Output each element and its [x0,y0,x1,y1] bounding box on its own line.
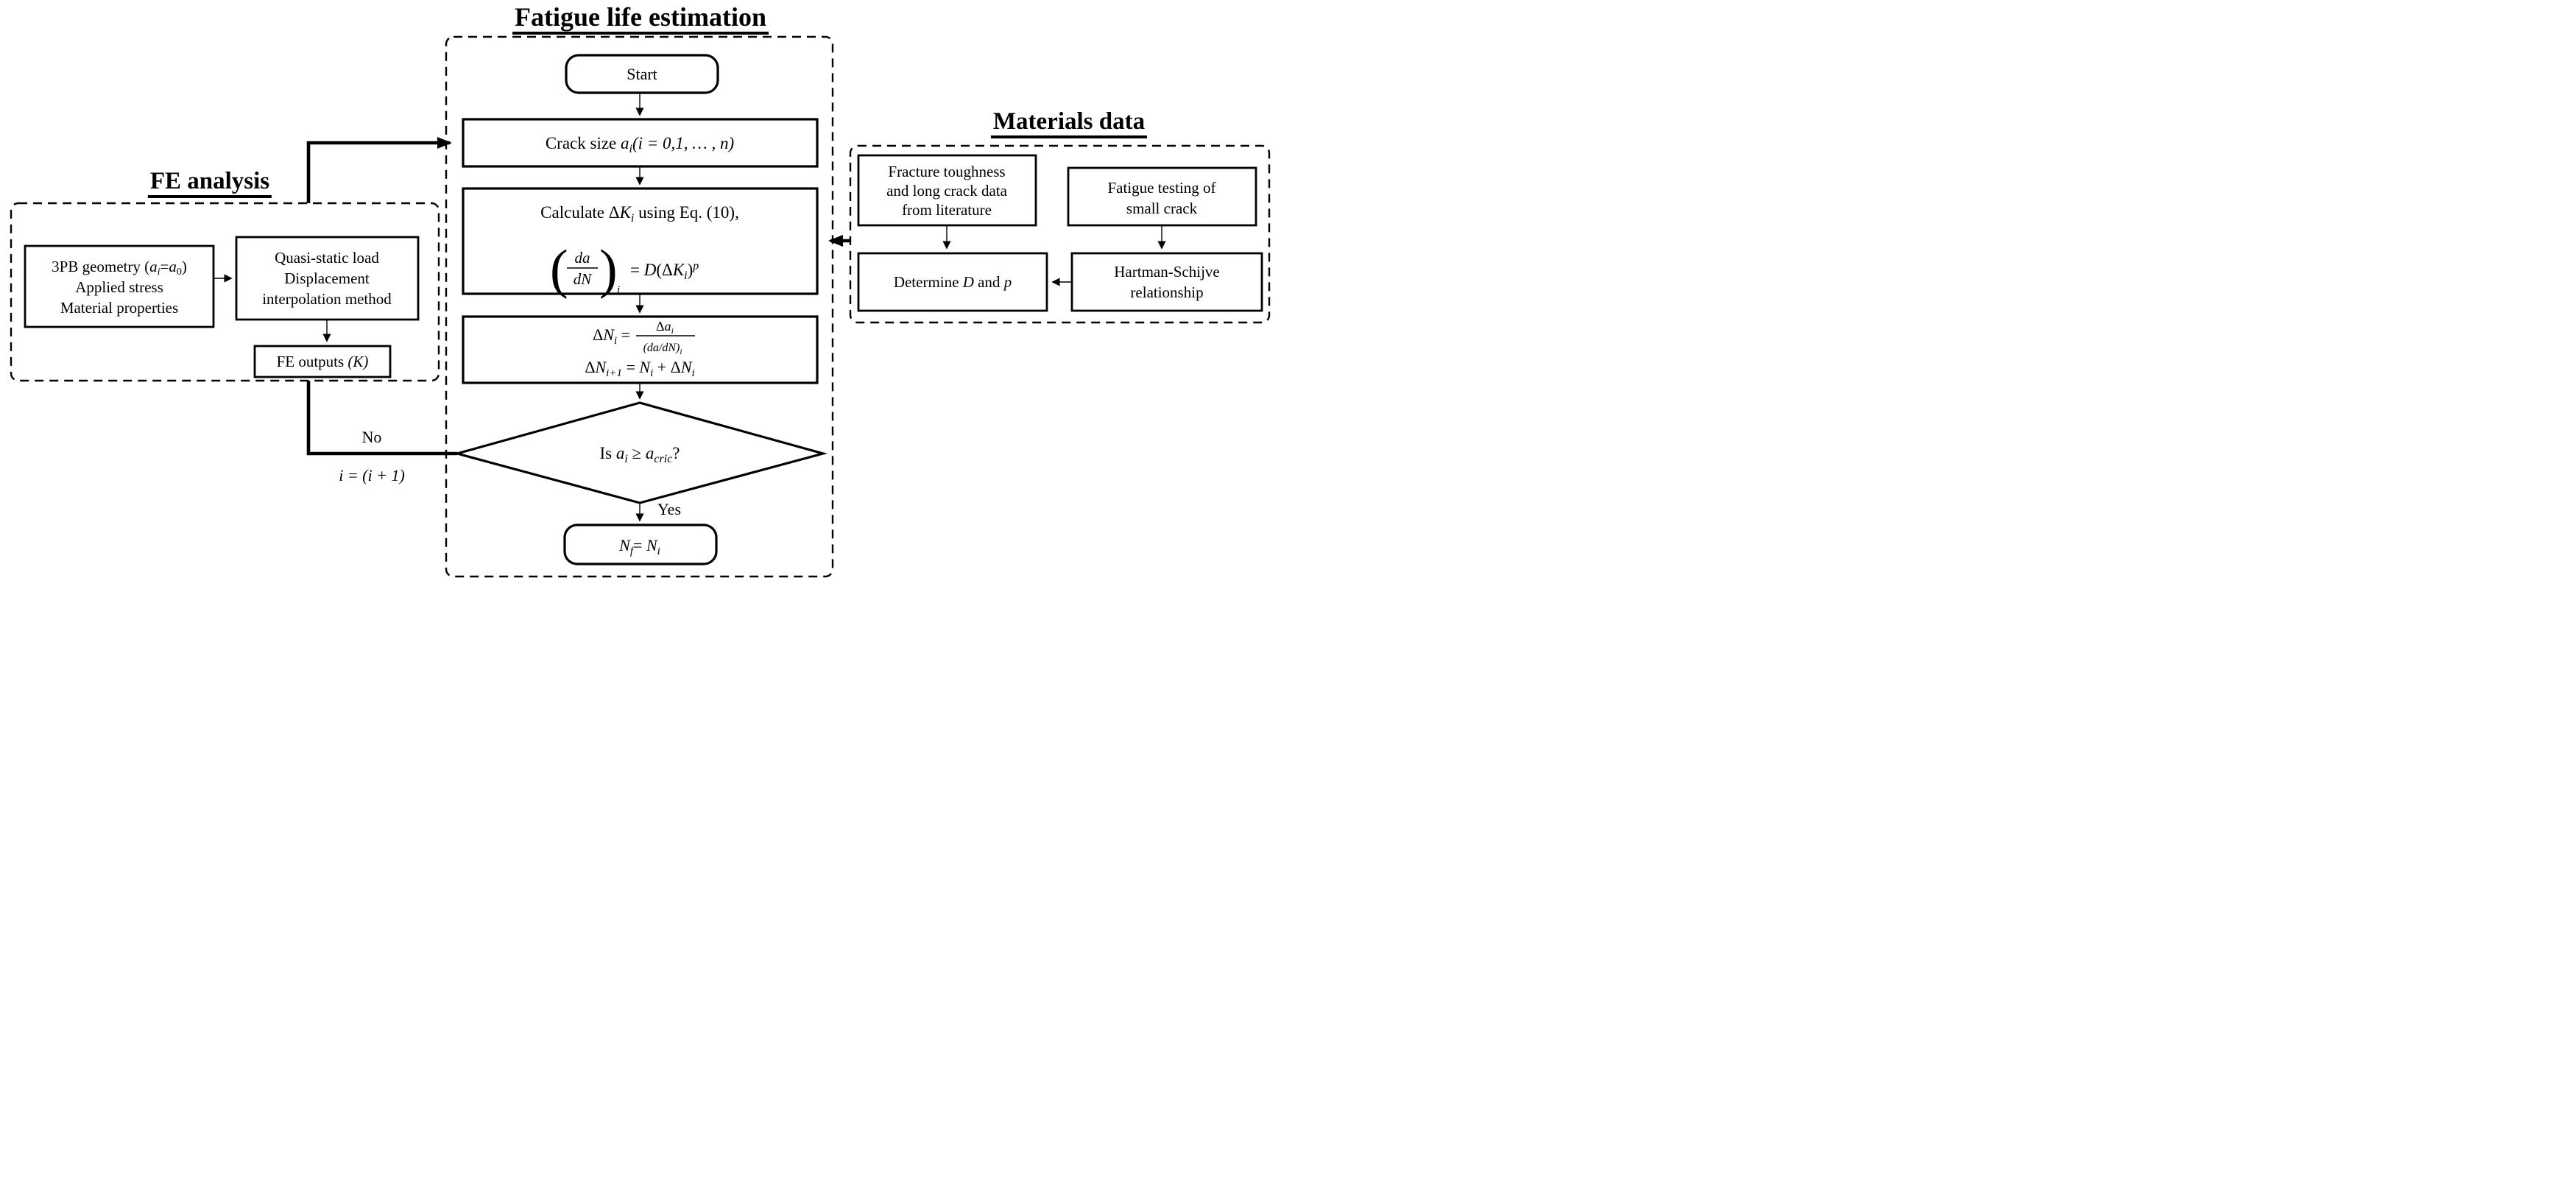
fatigue-testing-box [1067,166,1257,227]
fe-3pb-box [24,244,215,328]
yes-label: Yes [657,500,681,518]
delta-n-equations: ΔNi = Δai (da/dN)i ΔNi+1 = Ni + ΔNi [585,319,695,379]
calculate-equation: ( da dN ) i = D(ΔKi)p [550,239,699,300]
fe-section-title: FE analysis [147,169,272,198]
calc-rhs: = D(ΔKi)p [630,260,699,282]
fatigue-section-title: Fatigue life estimation [512,4,769,35]
frac-subscript: i [617,284,620,296]
big-right-paren: ) [599,239,618,300]
hartman-line1: Hartman-Schijve [1114,263,1219,281]
decision-label: Is ai ≥ acric? [599,444,680,465]
start-label: Start [627,65,657,83]
fe-quasi-box [235,236,420,321]
fracture-line2: and long crack data [886,182,1008,200]
big-left-paren: ( [550,239,568,300]
materials-section-title: Materials data [990,110,1148,138]
fracture-toughness-box [857,154,1037,227]
crack-size-label: Crack size ai(i = 0,1, … , n) [546,134,734,155]
fe-3pb-line1: 3PB geometry (ai=a0) [52,258,187,278]
fatigue-testing-line2: small crack [1126,200,1198,217]
crack-size-box [462,118,819,168]
fracture-line1: Fracture toughness [888,163,1005,180]
hartman-line2: relationship [1130,283,1203,301]
increment-label: i = (i + 1) [339,466,405,484]
fe-quasi-line3: interpolation method [262,290,392,308]
dn-line2: ΔNi+1 = Ni + ΔNi [585,358,694,379]
fracture-text: Fracture toughness and long crack data f… [886,163,1008,219]
fatigue-section-frame [445,35,834,578]
flowchart-canvas: Start Crack size ai(i = 0,1, … , n) Calc… [10,35,1271,578]
end-label: Nf= Ni [618,536,660,557]
no-label: No [362,428,382,446]
fe-quasi-line1: Quasi-static load [275,249,379,267]
hartman-text: Hartman-Schijve relationship [1114,263,1219,301]
start-terminal [565,54,719,94]
dn-frac-numerator: Δai [656,319,674,336]
fe-outputs-label: FE outputs (K) [277,353,369,370]
fe-quasi-text: Quasi-static load Displacement interpola… [262,249,392,308]
dn-frac-denominator: (da/dN)i [643,342,682,356]
fe-quasi-line2: Displacement [284,269,370,287]
dn-line1-left: ΔNi = [593,325,630,347]
calculate-box [462,187,819,295]
fe-3pb-line2: Applied stress [75,278,163,296]
determine-label: Determine D and p [894,273,1012,291]
end-terminal [563,523,718,565]
frac-denominator: dN [574,270,593,288]
fatigue-testing-line1: Fatigue testing of [1108,179,1216,197]
fracture-line3: from literature [902,201,992,219]
fe-outputs-box [253,345,392,378]
decision-diamond [452,401,828,504]
calculate-line1: Calculate ΔKi using Eq. (10), [540,203,739,225]
flowchart-page: Start Crack size ai(i = 0,1, … , n) Calc… [0,0,1288,590]
hartman-box [1070,252,1263,312]
frac-numerator: da [575,249,590,267]
determine-box [857,252,1048,312]
fe-3pb-text: 3PB geometry (ai=a0) Applied stress Mate… [52,258,187,317]
delta-n-box [462,315,819,384]
fatigue-testing-text: Fatigue testing of small crack [1108,179,1216,217]
fe-3pb-line3: Material properties [60,299,178,317]
